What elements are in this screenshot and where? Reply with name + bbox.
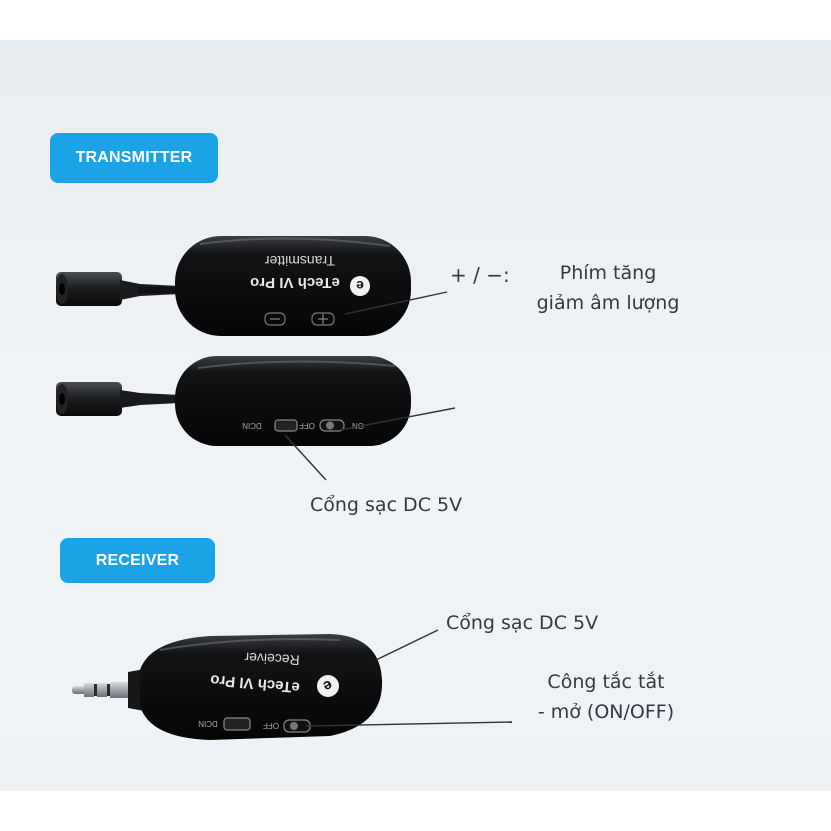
off-text: OFF <box>299 421 315 430</box>
cable <box>138 287 188 293</box>
transmitter-device-front: e eTech VI Pro Transmitter <box>56 236 411 336</box>
power-switch-line2: - mở (ON/OFF) <box>537 701 675 723</box>
transmitter-device-side: DCIN OFF ON <box>56 356 411 446</box>
transmitter-body <box>175 236 411 336</box>
volume-symbol-label: + / −: <box>450 263 510 287</box>
plug-sleeve <box>110 682 128 698</box>
transmitter-title: TRANSMITTER <box>75 149 193 166</box>
tx-charge-port-label: Cổng sạc DC 5V <box>310 494 463 516</box>
usb-charging-port <box>274 419 298 432</box>
tx-charge-callout-line <box>284 434 327 481</box>
etech-logo-icon <box>317 675 339 697</box>
receiver-title: RECEIVER <box>95 551 180 569</box>
volume-minus-button <box>264 312 286 326</box>
svg-text:e: e <box>356 278 364 294</box>
volume-keys-label: Phím tăng giảm âm lượng <box>522 258 694 318</box>
callout-lines <box>284 291 513 727</box>
transmitter-model-text: Transmitter <box>265 253 336 269</box>
switch-callout-line-tx <box>339 407 456 431</box>
receiver-model-text: Receiver <box>244 650 300 669</box>
audio-jack-socket <box>56 272 122 306</box>
volume-callout-line <box>344 291 448 315</box>
plug-tip <box>72 686 86 694</box>
audio-jack-socket <box>56 382 122 416</box>
receiver-off-text: OFF <box>263 721 279 730</box>
on-text: ON <box>352 421 364 430</box>
rx-charge-port-label: Cổng sạc DC 5V <box>446 612 599 634</box>
power-switch-label: Công tắc tắt - mở (ON/OFF) <box>520 667 692 727</box>
rx-charge-callout-line <box>375 629 439 661</box>
transmitter-badge: TRANSMITTER <box>50 133 218 183</box>
receiver-usb-port <box>223 717 251 731</box>
switch-callout-line-rx <box>305 721 513 727</box>
volume-keys-line2: giảm âm lượng <box>536 292 680 314</box>
receiver-device: e eTech VI Pro Receiver DCIN OFF <box>72 634 383 740</box>
transmitter-body-side <box>175 356 411 446</box>
receiver-dcin-text: DCIN <box>198 719 218 728</box>
receiver-body <box>140 634 383 740</box>
dcin-text: DCIN <box>242 421 262 430</box>
transmitter-brand-text: eTech VI Pro <box>250 274 340 291</box>
power-switch-line1: Công tắc tắt <box>547 671 665 693</box>
etech-logo-icon <box>350 276 370 296</box>
volume-plus-button <box>311 312 335 326</box>
receiver-badge: RECEIVER <box>60 538 215 583</box>
volume-keys-line1: Phím tăng <box>559 262 657 284</box>
